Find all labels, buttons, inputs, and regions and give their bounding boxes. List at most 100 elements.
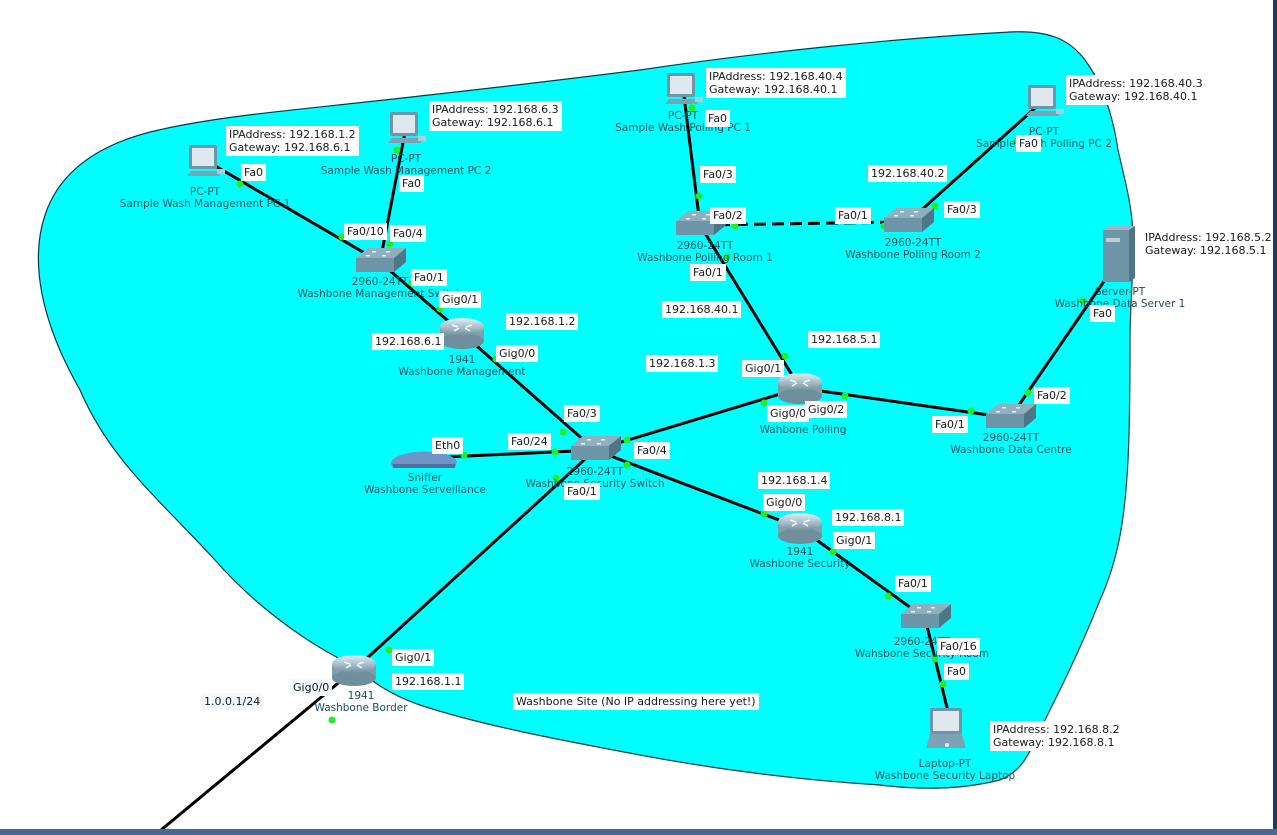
- desktop-pc-icon[interactable]: [388, 112, 426, 143]
- switch-icon[interactable]: [986, 404, 1036, 428]
- device-type: Sniffer: [407, 472, 443, 484]
- port-label: Fa0: [241, 164, 267, 181]
- devices: [187, 73, 1135, 748]
- device-type: 2960-24TT: [893, 636, 951, 648]
- external-address-label: 1.0.0.1/24: [201, 693, 264, 710]
- link-pc_poll1-sw_poll1[interactable]: [681, 87, 702, 226]
- sniffer-icon[interactable]: [391, 451, 457, 468]
- ip-address: IPAddress: 192.168.40.3: [1069, 77, 1203, 90]
- device-name[interactable]: Sample Wash Management PC 1: [119, 198, 291, 210]
- device-name[interactable]: Washbone Management: [398, 366, 526, 378]
- port-status-dot: [931, 655, 939, 663]
- link-sw_sec-r_border[interactable]: [352, 448, 597, 672]
- link-r_mgmt-sw_sec[interactable]: [461, 331, 596, 452]
- port-label: Fa0: [944, 663, 970, 680]
- device-name[interactable]: Washbone Security Laptop: [874, 770, 1016, 782]
- server-icon[interactable]: [1103, 226, 1135, 282]
- device-name[interactable]: Sample Wash Polling PC 2: [976, 138, 1112, 150]
- interface-address-label: 192.168.6.1: [372, 333, 445, 350]
- device-name[interactable]: Washbone Border: [314, 702, 408, 714]
- desktop-pc-icon[interactable]: [187, 145, 225, 176]
- port-label: Gig0/1: [833, 532, 876, 549]
- link-r_sec-sw_secroom[interactable]: [799, 526, 926, 620]
- port-status-dot: [236, 180, 244, 188]
- bottom-bar: [0, 829, 1277, 835]
- port-label: Fa0/2: [1034, 387, 1070, 404]
- laptop-icon[interactable]: [926, 708, 966, 748]
- device-type: PC-PT: [1028, 126, 1060, 138]
- site-note: Washbone Site (No IP addressing here yet…: [513, 693, 759, 710]
- link-pc_poll2-sw_poll2[interactable]: [906, 98, 1046, 224]
- desktop-pc-icon[interactable]: [1026, 85, 1064, 116]
- device-type: 1941: [347, 690, 375, 702]
- router-icon[interactable]: [332, 655, 376, 686]
- switch-icon[interactable]: [901, 604, 951, 628]
- port-label: Fa0/2: [710, 207, 746, 224]
- link-sniffer-sw_sec[interactable]: [424, 448, 596, 460]
- router-icon[interactable]: [778, 513, 822, 544]
- device-type: 2960-24TT: [351, 276, 409, 288]
- ip-address: IPAddress: 192.168.40.4: [709, 70, 843, 83]
- link-pc_mgmt1-sw_mgmt[interactable]: [204, 158, 381, 264]
- device-type: Laptop-PT: [918, 758, 972, 770]
- ip-address: IPAddress: 192.168.1.2: [229, 128, 356, 141]
- port-label: Gig0/0: [767, 405, 810, 422]
- port-label: Fa0/3: [564, 405, 600, 422]
- port-status-dot: [695, 192, 703, 200]
- switch-icon[interactable]: [884, 208, 934, 232]
- port-status-dot: [760, 399, 768, 407]
- link-r_poll-sw_dc[interactable]: [799, 386, 1011, 420]
- interface-address-label: 192.168.1.4: [758, 472, 831, 489]
- device-type: 2960-24TT: [676, 240, 734, 252]
- interface-address-label: 192.168.1.2: [506, 313, 579, 330]
- ip-address: IPAddress: 192.168.8.2: [993, 723, 1120, 736]
- device-type: PC-PT: [667, 110, 699, 122]
- device-name[interactable]: Sample Wash Management PC 2: [320, 165, 492, 177]
- port-status-dot: [623, 461, 631, 469]
- device-name[interactable]: Washbone Data Centre: [950, 444, 1072, 456]
- gateway: Gateway: 192.168.6.1: [229, 141, 351, 154]
- port-label: Fa0: [705, 110, 731, 127]
- ip-address: IPAddress: 192.168.6.3: [432, 103, 559, 116]
- port-label: Fa0/10: [344, 223, 387, 240]
- device-type: 2960-24TT: [982, 432, 1040, 444]
- device-type: 2960-24TT: [566, 466, 624, 478]
- interface-address-label: 192.168.5.1: [808, 331, 881, 348]
- switch-icon[interactable]: [356, 248, 406, 272]
- interface-address-label: 192.168.40.1: [662, 301, 742, 318]
- switch-icon[interactable]: [571, 436, 621, 460]
- device-name[interactable]: Washbone Security: [749, 558, 851, 570]
- device-type: 1941: [448, 354, 476, 366]
- device-name[interactable]: Washbone Management Switch: [297, 288, 463, 300]
- device-name[interactable]: Washbone Polling Room 1: [637, 252, 773, 264]
- router-icon[interactable]: [440, 318, 484, 349]
- device-name[interactable]: Washbone Serveillance: [363, 484, 487, 496]
- device-name[interactable]: Wahbone Polling: [759, 424, 847, 436]
- link-sw_poll1-sw_poll2[interactable]: [699, 220, 909, 227]
- port-status-dot: [385, 646, 393, 654]
- port-status-dot: [328, 716, 336, 724]
- desktop-pc-icon[interactable]: [665, 73, 703, 104]
- port-label: Fa0/3: [700, 166, 736, 183]
- device-name[interactable]: Washbone Data Server 1: [1054, 298, 1186, 310]
- device-name[interactable]: Washbone Polling Room 2: [845, 249, 981, 261]
- router-icon[interactable]: [778, 373, 822, 404]
- device-name[interactable]: Sample Wash Polling PC 1: [615, 122, 751, 134]
- link-r_border-ext[interactable]: [154, 668, 355, 835]
- port-label: Fa0: [1090, 305, 1116, 322]
- interface-address-label: 192.168.1.1: [392, 673, 465, 690]
- port-label: Eth0: [432, 437, 464, 454]
- port-status-dot: [781, 352, 789, 360]
- port-status-dot: [338, 233, 346, 241]
